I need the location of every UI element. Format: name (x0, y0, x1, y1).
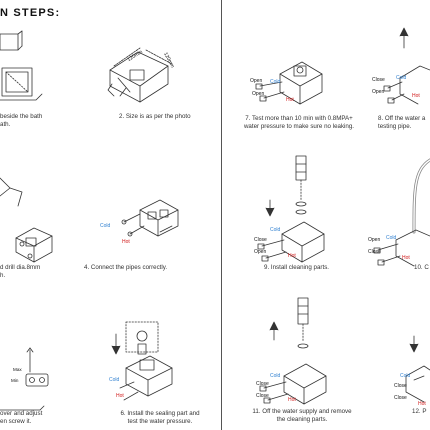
step12-close-label-1: Close (394, 383, 407, 389)
step12-hot-label: Hot (418, 401, 426, 407)
step11-close-label-2: Close (256, 393, 269, 399)
step7-cold-label: Cold (270, 79, 281, 85)
step2-illustration (107, 47, 173, 103)
step11-cold-label: Cold (270, 373, 281, 379)
step1-illustration (0, 30, 43, 101)
step7-open-label-2: Open (252, 91, 265, 97)
step9-close-label: Close (254, 237, 267, 243)
step7-hot-label: Hot (286, 97, 294, 103)
step10-caption: 10. C (414, 264, 429, 271)
step10-illustration (373, 158, 430, 267)
column-divider (221, 0, 222, 430)
step3-illustration (0, 177, 53, 263)
step8-open-label: Open (372, 89, 385, 95)
step10-cold-label: Cold (386, 235, 397, 241)
step4-illustration (121, 199, 179, 237)
step9-open-label: Open (254, 249, 267, 255)
page-heading: N STEPS: (0, 7, 61, 19)
step6-illustration (111, 321, 173, 401)
step5-illustration (0, 347, 49, 411)
step11-close-label-1: Close (256, 381, 269, 387)
step4-caption: 4. Connect the pipes correctly. (84, 264, 168, 271)
step9-cold-label: Cold (270, 227, 281, 233)
step4-cold-label: Cold (100, 223, 111, 229)
step7-open-label-1: Open (250, 78, 263, 84)
step2-caption: 2. Size is as per the photo (119, 113, 191, 120)
step9-caption: 9. Install cleaning parts. (264, 264, 330, 271)
step10-hot-label: Hot (402, 255, 410, 261)
step12-cold-label: Cold (400, 373, 411, 379)
step12-caption: 12. P (412, 408, 427, 415)
step8-cold-label: Cold (396, 75, 407, 81)
step8-close-label: Close (372, 77, 385, 83)
step7-caption: 7. Test more than 10 min with 0.8MPA+wat… (243, 115, 355, 130)
step8-hot-label: Hot (412, 93, 420, 99)
min-label: Min (11, 378, 19, 383)
step12-close-label-2: Close (394, 395, 407, 401)
step10-open-label: Open (368, 237, 381, 243)
step9-illustration (257, 155, 325, 263)
step11-hot-label: Hot (288, 397, 296, 403)
step4-hot-label: Hot (122, 239, 130, 245)
step6-cold-label: Cold (109, 377, 120, 383)
step8-illustration (383, 27, 430, 105)
step7-illustration (255, 61, 323, 105)
step6-hot-label: Hot (116, 393, 124, 399)
step9-hot-label: Hot (288, 253, 296, 259)
step11-illustration (259, 297, 327, 405)
step10-close-label: Close (368, 249, 381, 255)
step12-illustration (405, 335, 430, 403)
max-label: Max (13, 367, 22, 372)
